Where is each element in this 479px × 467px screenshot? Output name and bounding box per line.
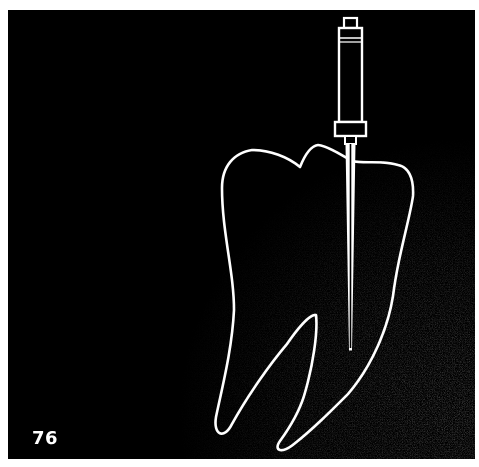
figure-panel: 76 [8, 10, 475, 459]
file-neck [345, 136, 356, 144]
tooth-illustration [8, 10, 475, 459]
file-stopper [335, 122, 366, 136]
file-handle-cap [344, 18, 357, 28]
figure-number: 76 [32, 430, 58, 448]
